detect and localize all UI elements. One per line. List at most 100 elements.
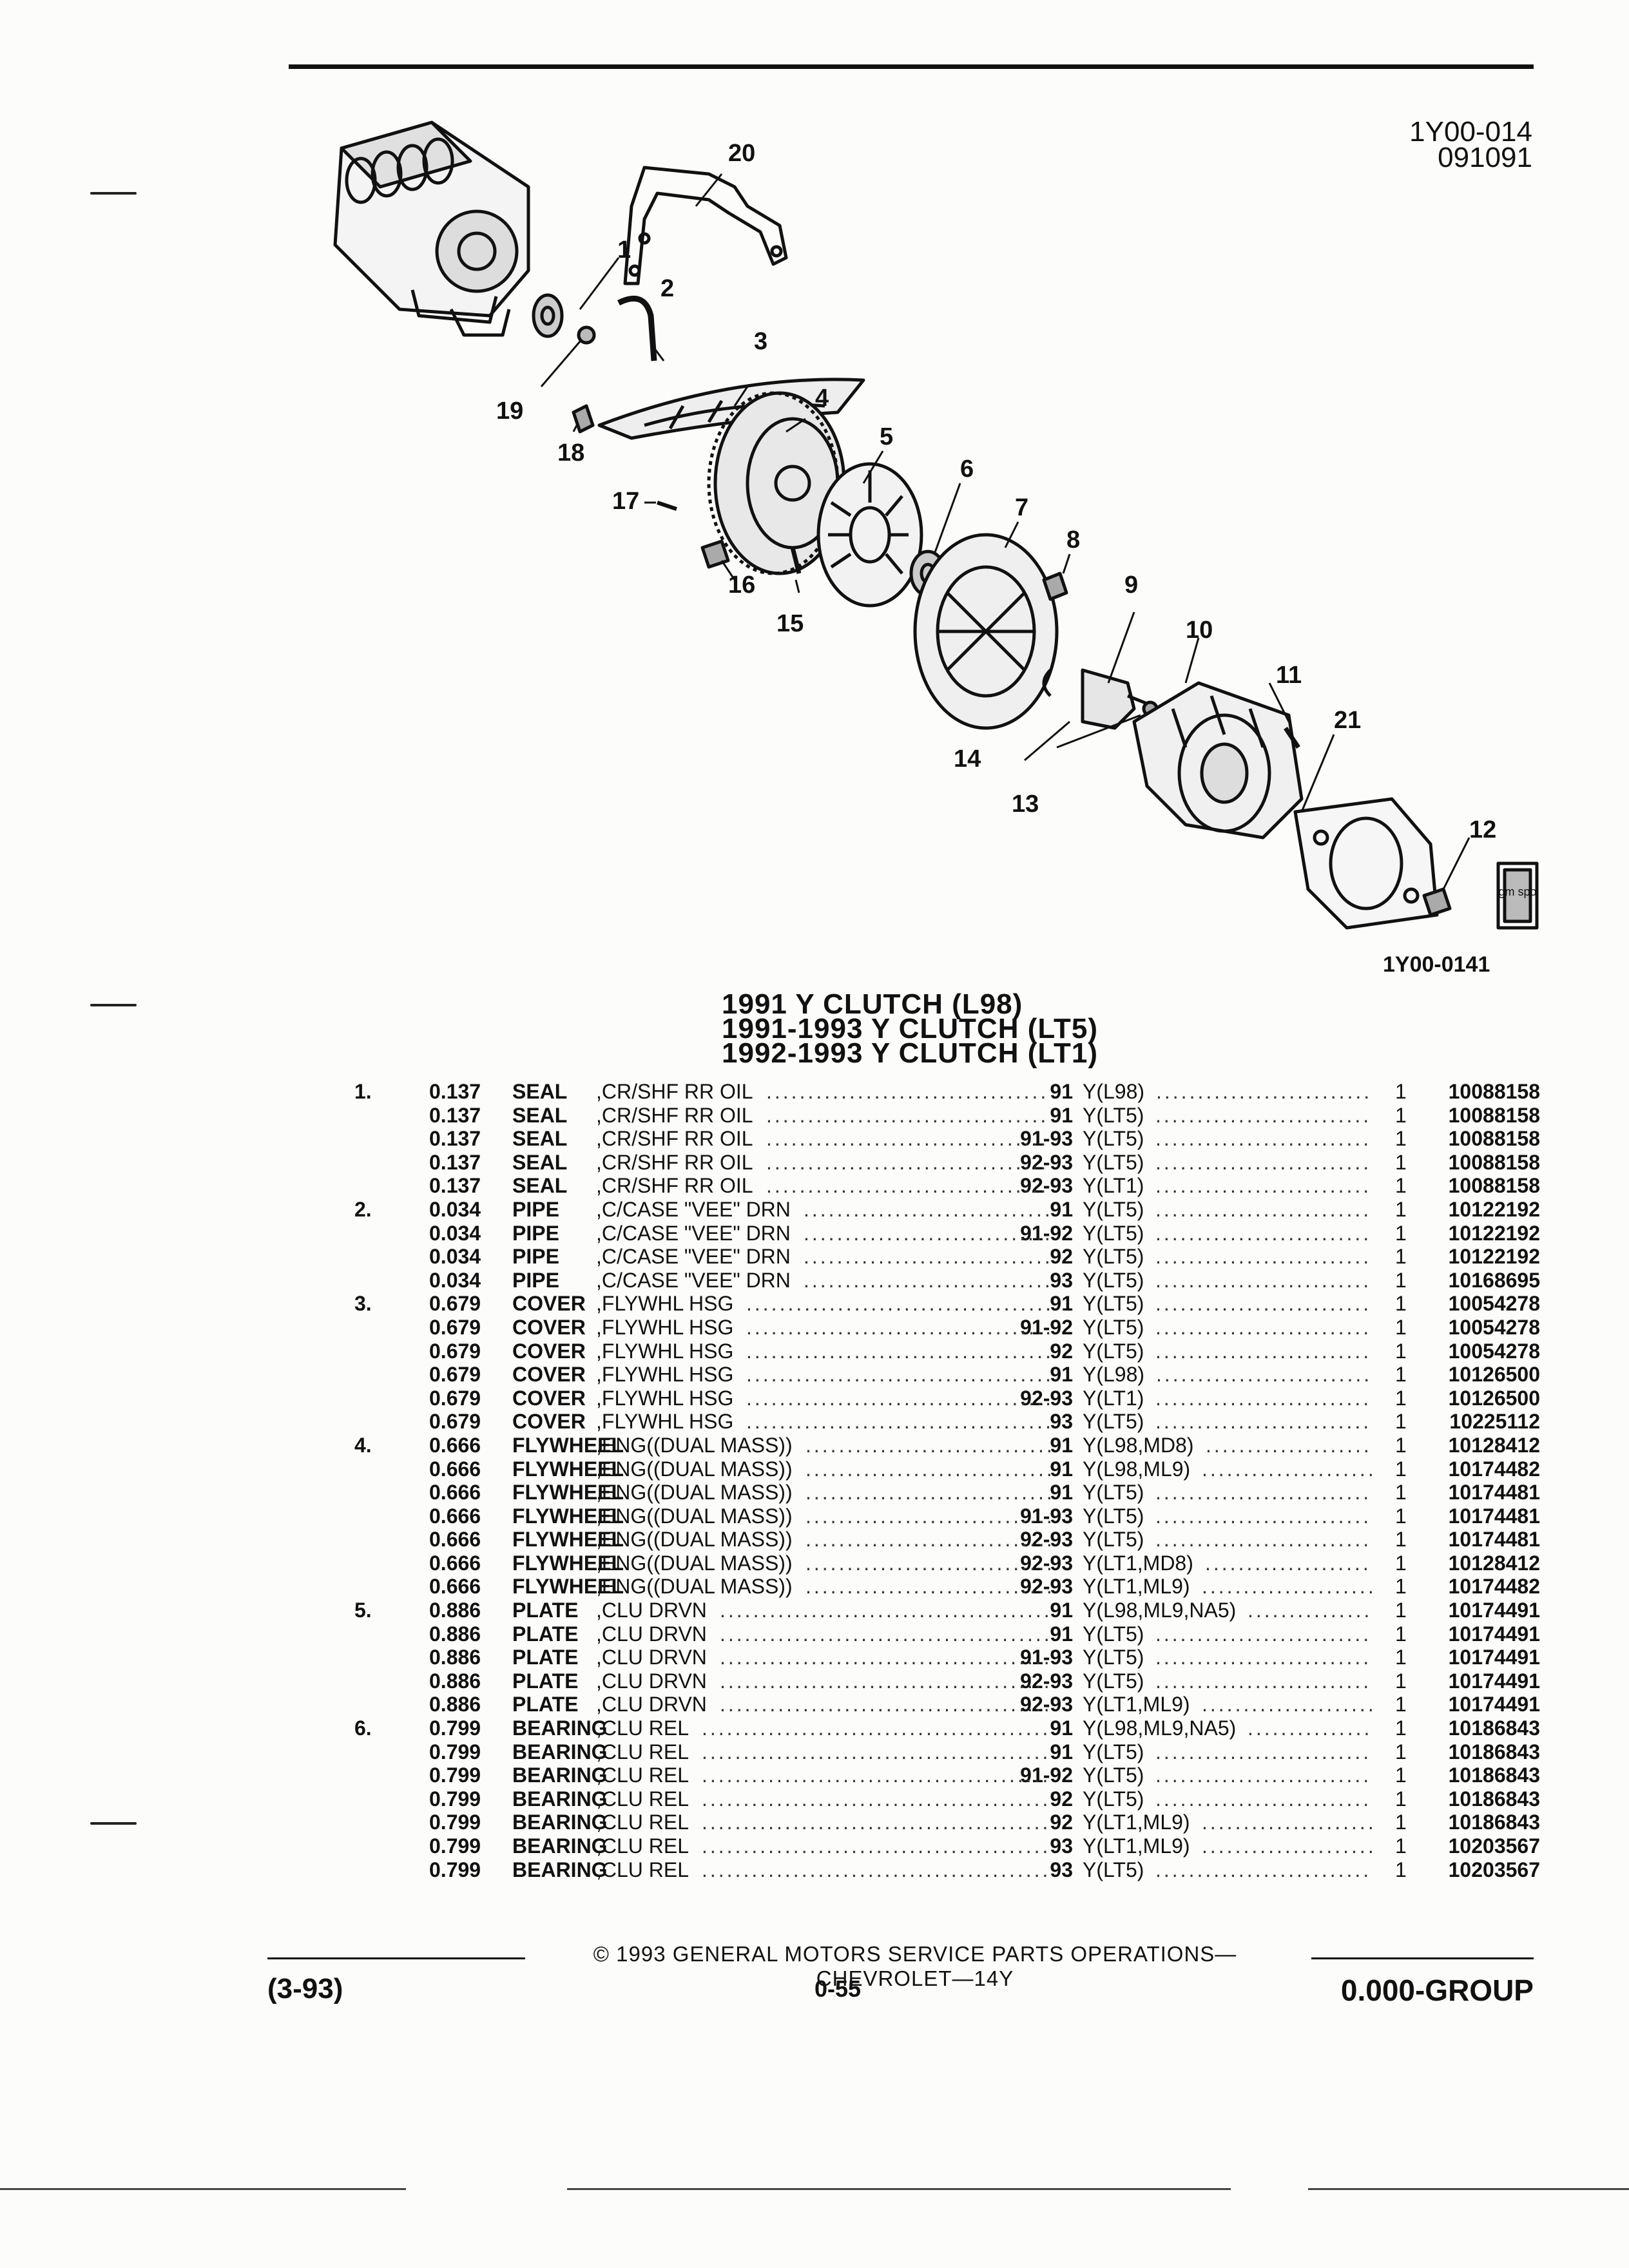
part-name: PIPE [512, 1221, 559, 1245]
seal-illustration [532, 293, 564, 338]
dot-leader: ........................................… [1155, 1504, 1373, 1528]
part-number: 10126500 [1448, 1386, 1540, 1410]
callout-21: 21 [1334, 707, 1361, 734]
part-name: FLYWHEEL [512, 1575, 624, 1599]
dot-leader: ........................................… [720, 1693, 1050, 1716]
dot-leader: ........................................… [805, 1551, 1050, 1575]
model-code: Y(L98) [1083, 1363, 1145, 1387]
part-name: BEARING [512, 1716, 608, 1740]
part-name: FLYWHEEL [512, 1528, 624, 1552]
dot-leader: ........................................… [702, 1811, 1050, 1834]
dot-leader: ........................................… [805, 1481, 1050, 1504]
model-years: 92-93 [1020, 1693, 1073, 1716]
dot-leader: ........................................… [1155, 1858, 1373, 1881]
part-index: 3. [354, 1292, 372, 1316]
part-number: 10186843 [1448, 1811, 1540, 1834]
part-number: 10122192 [1448, 1221, 1540, 1245]
part-description: ,CLU DRVN [596, 1646, 707, 1669]
part-number: 10128412 [1448, 1433, 1540, 1457]
part-name: PLATE [512, 1599, 579, 1622]
footer-rule-right [1311, 1957, 1534, 1959]
part-description: ,CR/SHF RR OIL [596, 1103, 753, 1127]
callout-4: 4 [815, 385, 829, 412]
part-description: ,CLU DRVN [596, 1669, 707, 1693]
part-name: SEAL [512, 1103, 568, 1127]
dot-leader: ........................................… [702, 1834, 1050, 1858]
dot-leader: ........................................… [766, 1150, 1050, 1174]
model-years: 91 [1050, 1481, 1073, 1504]
dot-leader: ........................................… [1155, 1103, 1373, 1127]
dot-leader: ........................................… [1202, 1811, 1373, 1834]
dot-leader: ........................................… [1155, 1787, 1373, 1811]
punch-mark [90, 1822, 137, 1825]
quantity: 1 [1395, 1410, 1407, 1434]
model-years: 91 [1050, 1292, 1073, 1316]
dot-leader: ........................................… [1202, 1575, 1373, 1599]
callout-numbers: 1 2 3 4 5 6 7 8 9 10 11 12 13 14 15 16 1… [496, 140, 1537, 898]
group-number: 0.679 [429, 1315, 481, 1339]
model-years: 92-93 [1020, 1669, 1073, 1693]
part-index: 4. [354, 1433, 372, 1457]
callout-13: 13 [1012, 791, 1039, 818]
part-index: 2. [354, 1197, 372, 1221]
part-number: 10186843 [1448, 1763, 1540, 1787]
quantity: 1 [1395, 1716, 1407, 1740]
group-code: 0.000-GROUP [1340, 1974, 1534, 2007]
dot-leader: ........................................… [1155, 1481, 1373, 1504]
dot-leader: ........................................… [805, 1504, 1050, 1528]
group-number: 0.799 [429, 1787, 481, 1811]
model-years: 93 [1050, 1858, 1073, 1881]
part-name: BEARING [512, 1740, 608, 1763]
model-years: 91-92 [1020, 1763, 1073, 1787]
model-years: 91 [1050, 1433, 1073, 1457]
part-name: BEARING [512, 1787, 608, 1811]
group-number: 0.137 [429, 1150, 481, 1174]
group-number: 0.666 [429, 1551, 481, 1575]
part-name: BEARING [512, 1763, 608, 1787]
section-title: 1991-1993 Y CLUTCH (LT5) [722, 1013, 1098, 1044]
part-description: ,CLU REL [596, 1763, 689, 1787]
dot-leader: ........................................… [1155, 1150, 1373, 1174]
quantity: 1 [1395, 1551, 1407, 1575]
group-number: 0.666 [429, 1528, 481, 1552]
dot-leader: ........................................… [746, 1363, 1050, 1387]
quantity: 1 [1395, 1528, 1407, 1552]
model-code: Y(LT1,ML9) [1083, 1575, 1190, 1599]
dot-leader: ........................................… [702, 1787, 1050, 1811]
dot-leader: ........................................… [804, 1221, 1050, 1245]
dot-leader: ........................................… [805, 1457, 1050, 1481]
dot-leader: ........................................… [702, 1740, 1050, 1763]
quantity: 1 [1395, 1103, 1407, 1127]
group-number: 0.799 [429, 1858, 481, 1881]
part-number: 10088158 [1448, 1080, 1540, 1103]
model-years: 92-93 [1020, 1551, 1073, 1575]
callout-2: 2 [660, 275, 674, 302]
dot-leader: ........................................… [1155, 1174, 1373, 1198]
group-number: 0.886 [429, 1646, 481, 1669]
quantity: 1 [1395, 1245, 1407, 1269]
dot-leader: ........................................… [1156, 1363, 1373, 1387]
model-code: Y(LT5) [1083, 1245, 1144, 1269]
bracket-illustration [623, 166, 788, 285]
group-number: 0.679 [429, 1339, 481, 1363]
part-description: ,C/CASE "VEE" DRN [596, 1245, 791, 1269]
model-years: 92-93 [1020, 1575, 1073, 1599]
model-code: Y(LT5) [1083, 1858, 1144, 1881]
part-description: ,ENG((DUAL MASS)) [596, 1481, 793, 1504]
part-name: FLYWHEEL [512, 1457, 624, 1481]
gm-spo-logo [1496, 861, 1539, 930]
group-number: 0.679 [429, 1386, 481, 1410]
dot-leader: ........................................… [1155, 1386, 1373, 1410]
part-number: 10122192 [1448, 1245, 1540, 1269]
part-description: ,ENG((DUAL MASS)) [596, 1551, 793, 1575]
